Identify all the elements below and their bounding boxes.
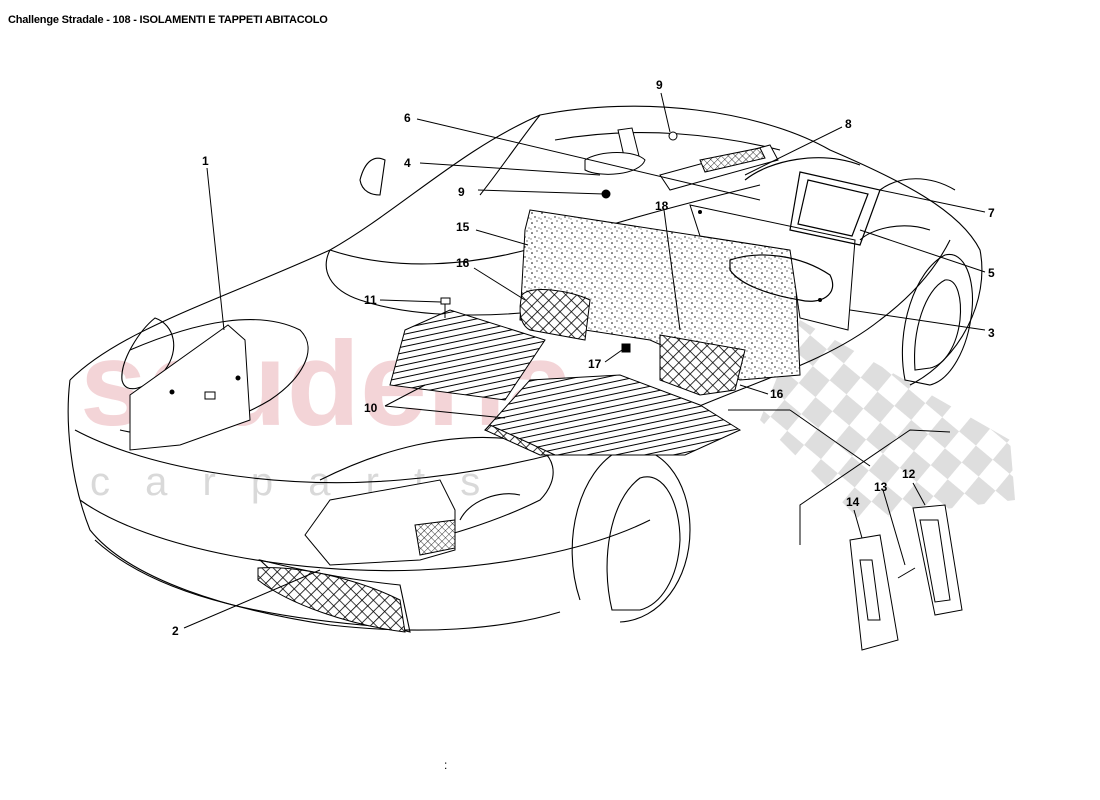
watermark-checker (760, 320, 1015, 520)
callout-16a: 16 (456, 256, 470, 270)
part-1-front-liner (129, 324, 251, 451)
callout-7: 7 (988, 206, 995, 220)
part-16-mesh-panels (519, 289, 746, 396)
callout-4: 4 (404, 156, 411, 170)
callout-9a: 9 (656, 78, 663, 92)
part-2-front-mesh (257, 479, 456, 633)
callout-9b: 9 (458, 185, 465, 199)
fasteners (440, 297, 631, 353)
callout-16b: 16 (770, 387, 784, 401)
stray-mark: : (444, 758, 448, 772)
callouts: 1 2 3 4 5 6 7 8 9 9 10 11 12 13 14 15 16… (172, 78, 995, 638)
callout-3: 3 (988, 326, 995, 340)
callout-18: 18 (655, 199, 669, 213)
callout-8: 8 (845, 117, 852, 131)
car-outline (67, 105, 983, 633)
callout-17: 17 (588, 357, 602, 371)
callout-6: 6 (404, 111, 411, 125)
callout-2: 2 (172, 624, 179, 638)
callout-11: 11 (364, 293, 377, 307)
page-title: Challenge Stradale - 108 - ISOLAMENTI E … (8, 14, 328, 26)
upper-mounts (584, 127, 779, 199)
part-3-rear-panel (689, 204, 856, 331)
rollbar-frame (729, 157, 881, 302)
callout-14: 14 (846, 495, 860, 509)
callout-15: 15 (456, 220, 470, 234)
callout-12: 12 (902, 467, 916, 481)
callout-13: 13 (874, 480, 888, 494)
detail-parts-12-13-14 (799, 429, 963, 651)
callout-1: 1 (202, 154, 209, 168)
callout-10: 10 (364, 401, 378, 415)
part-10-floor-mats (389, 309, 742, 456)
leader-lines (183, 92, 986, 629)
callout-5: 5 (988, 266, 995, 280)
